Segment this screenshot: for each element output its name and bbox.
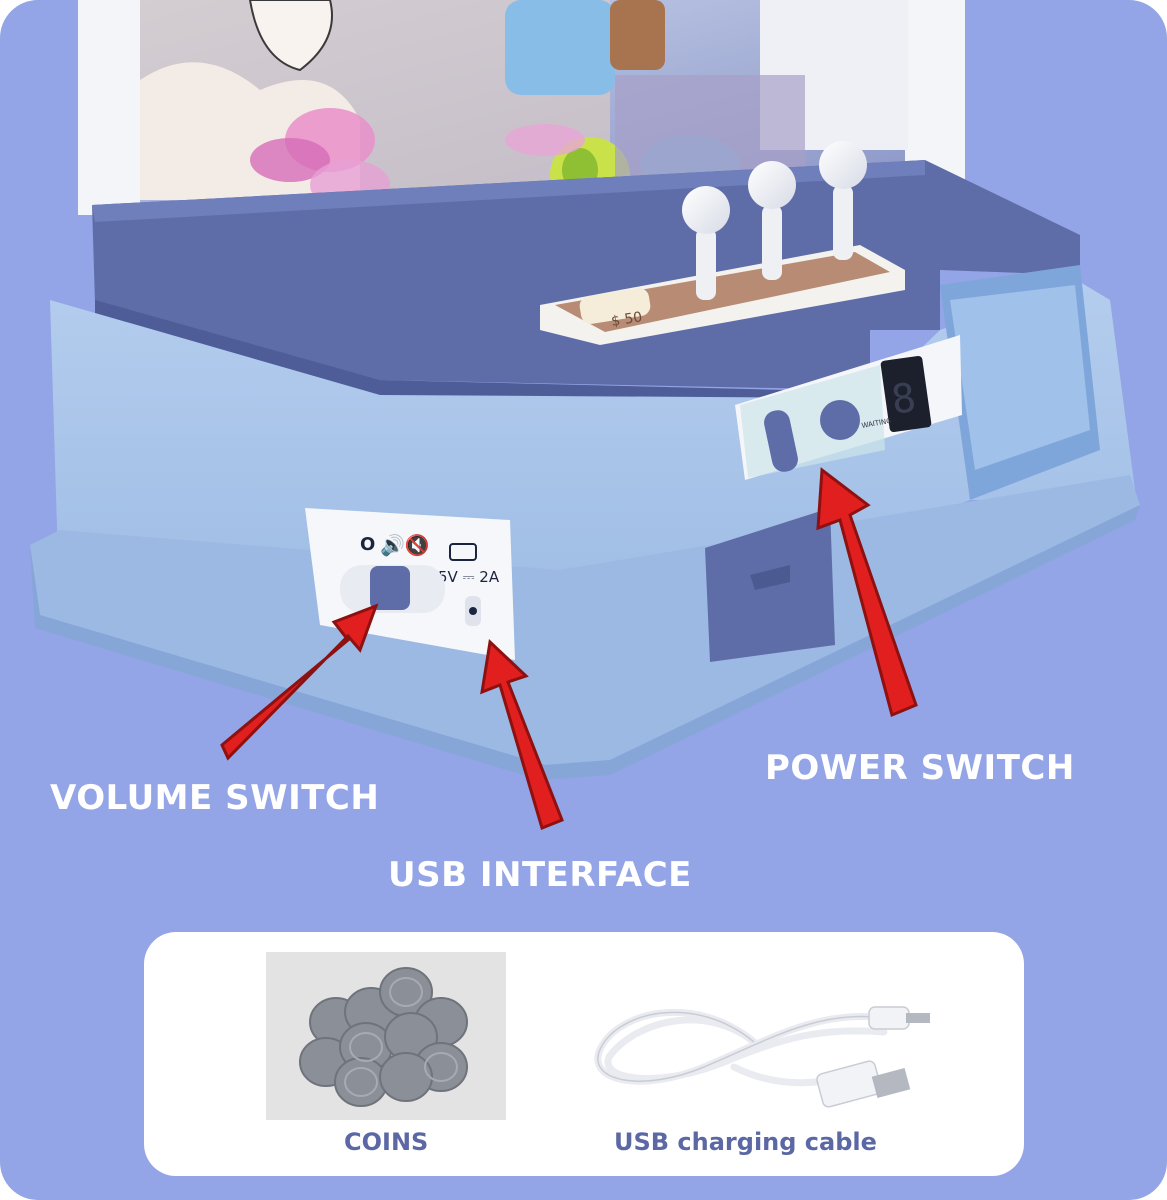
accessories-panel: COINS USB charging cable — [144, 932, 1024, 1176]
usb-cable-label: USB charging cable — [614, 1128, 877, 1156]
volume-off-glyph: O — [360, 534, 375, 555]
joystick-panel: $ 50 — [540, 141, 905, 345]
usb-cable-icon — [594, 1006, 930, 1108]
coins-icon — [299, 967, 468, 1107]
arrow-volume-icon — [220, 603, 379, 761]
usb-interface-label: USB INTERFACE — [388, 855, 692, 895]
coin-slot-label: $ 50 — [610, 309, 643, 330]
claw-machine-photo: $ 50 8 WAITING — [30, 0, 1140, 831]
power-panel: 8 WAITING — [735, 335, 962, 480]
power-spec: 5V ⎓ 2A — [438, 568, 500, 586]
power-switch-label: POWER SWITCH — [765, 748, 1075, 788]
arrow-usb-icon — [480, 638, 564, 831]
arrow-power-icon — [816, 467, 918, 718]
volume-switch-label: VOLUME SWITCH — [50, 778, 380, 818]
volume-icons: 🔊🔇 — [380, 533, 430, 557]
coins-image — [266, 952, 506, 1120]
coins-label: COINS — [344, 1128, 429, 1156]
